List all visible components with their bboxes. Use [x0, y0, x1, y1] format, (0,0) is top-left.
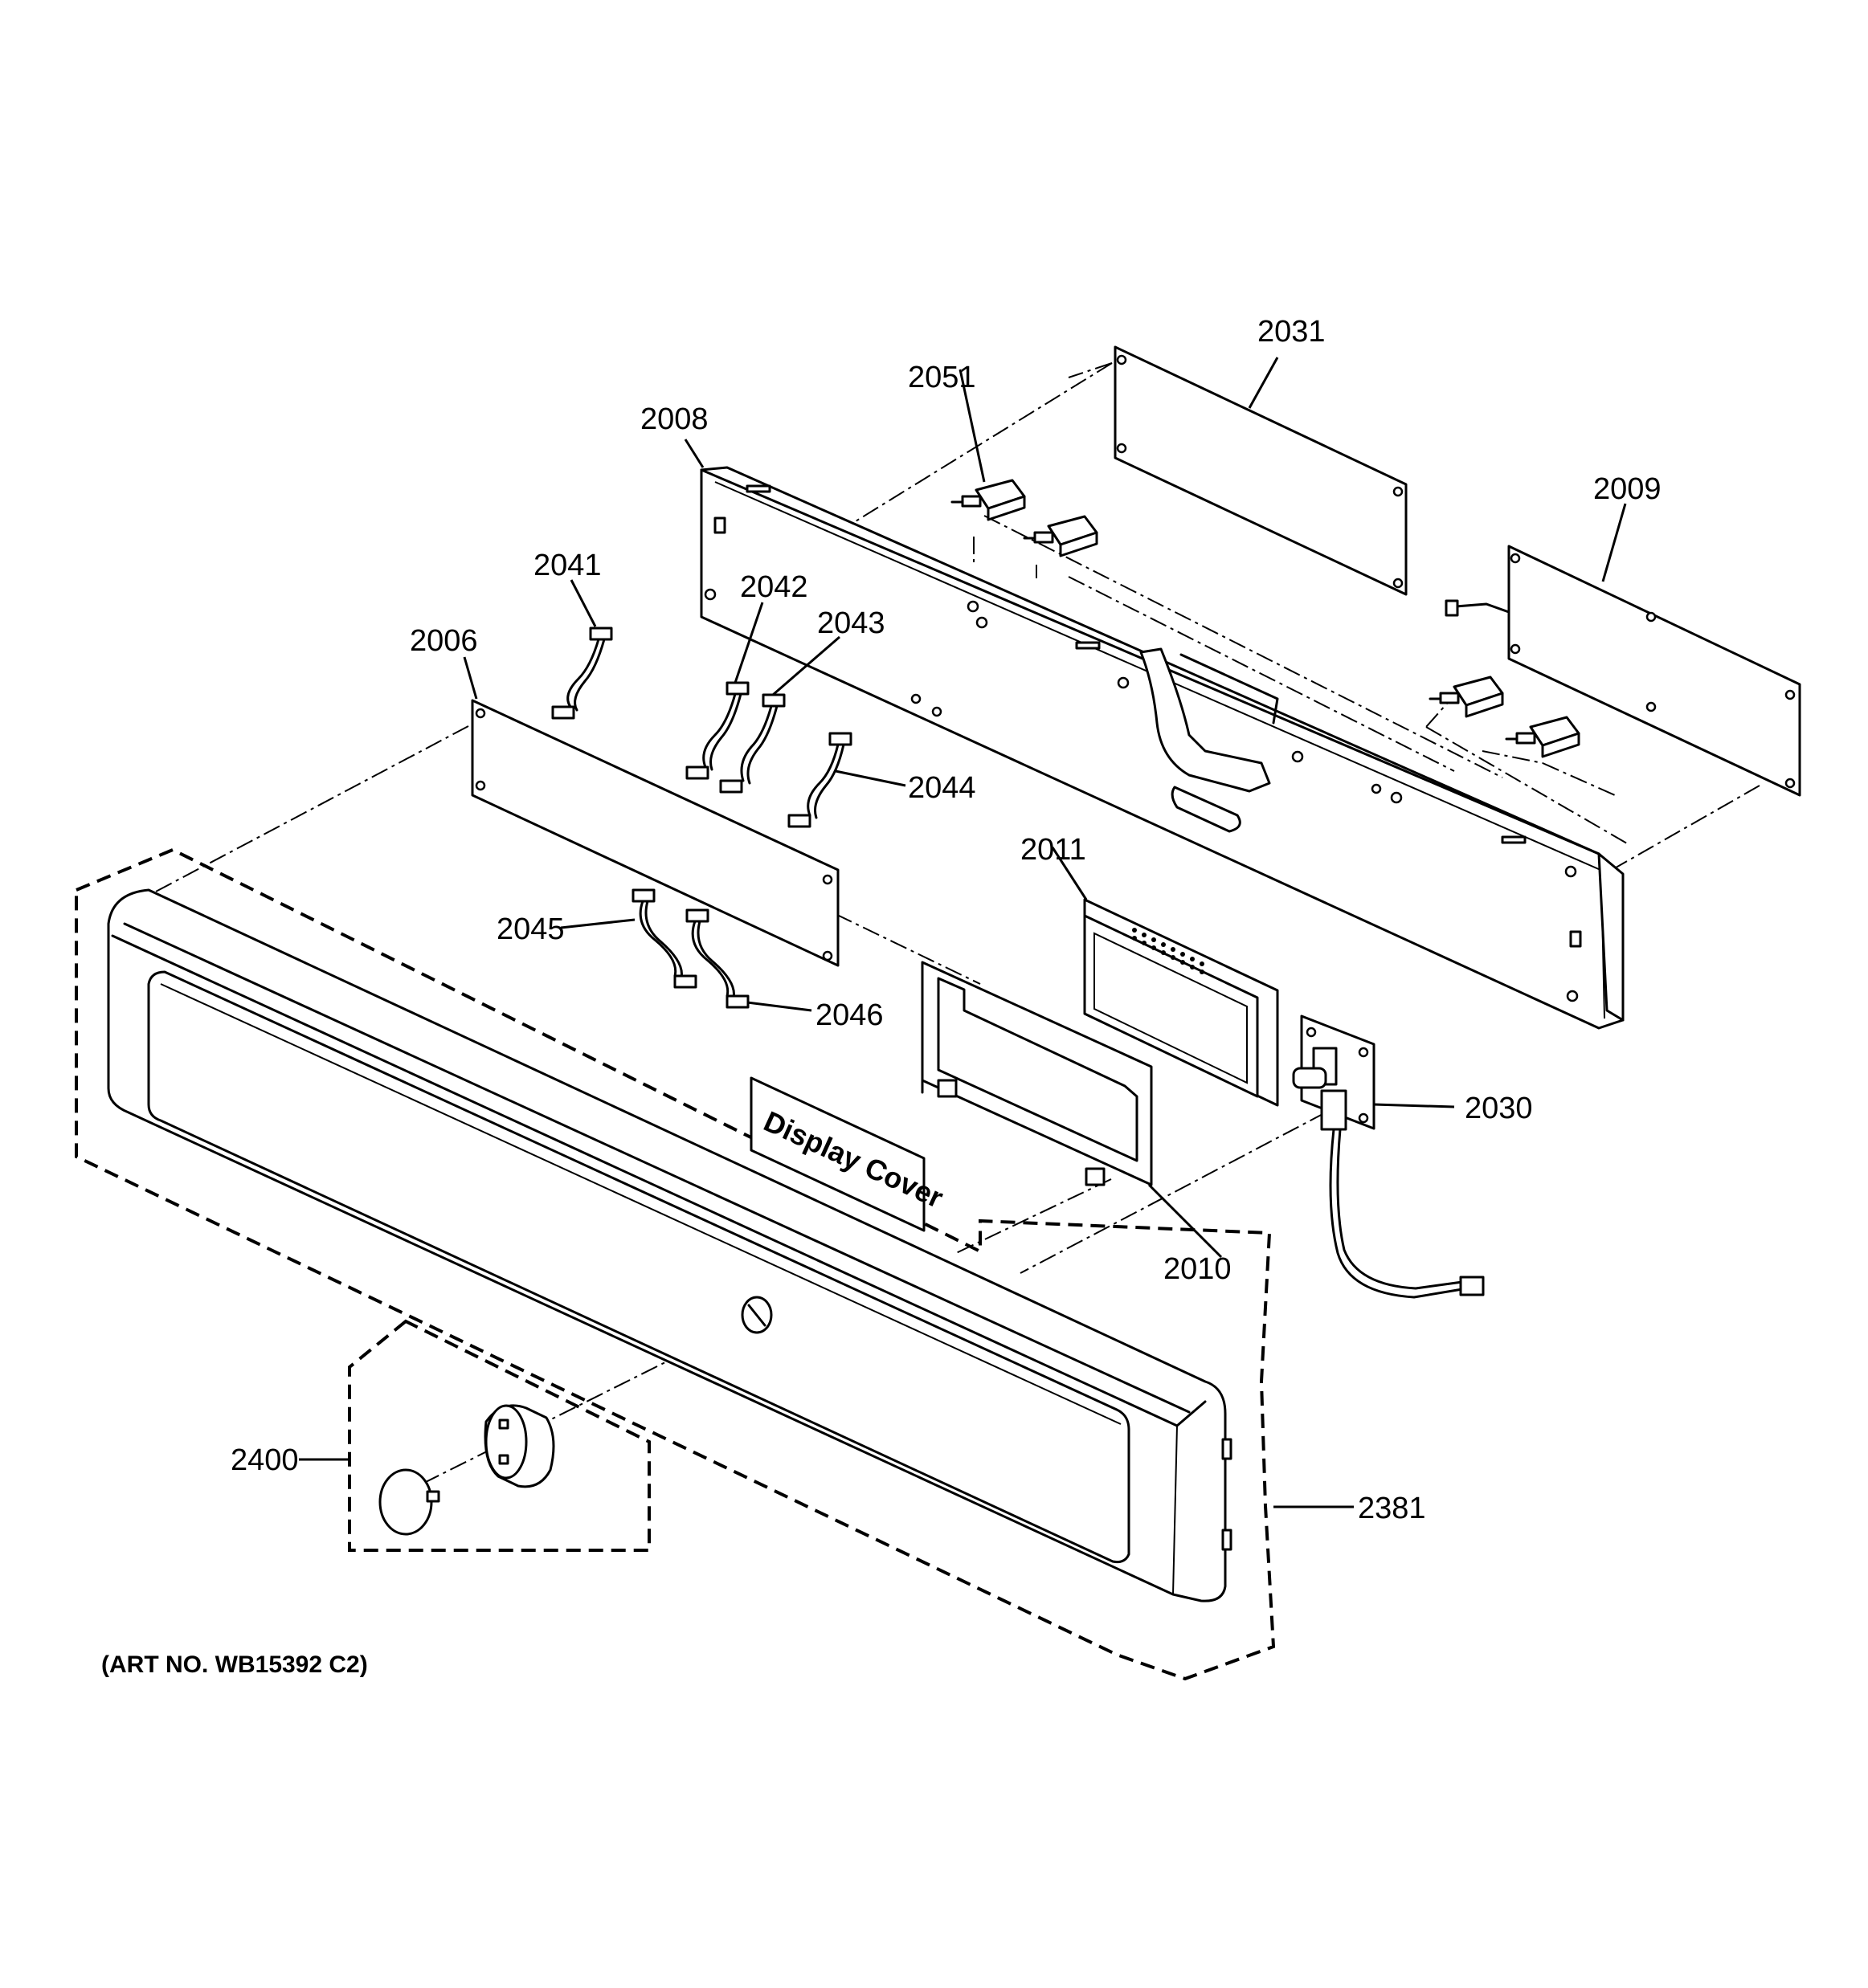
- harness-2041[interactable]: [551, 627, 613, 720]
- wire-harnesses[interactable]: [551, 627, 852, 1009]
- harness-2043[interactable]: [719, 693, 786, 794]
- callout-2010: 2010: [1163, 1252, 1232, 1286]
- part-2006-circuit-board[interactable]: [471, 699, 840, 967]
- part-2381-front-panel[interactable]: [107, 888, 1232, 1602]
- part-2010-display-frame[interactable]: [921, 961, 1153, 1186]
- harness-2046[interactable]: [685, 908, 750, 1009]
- harness-2045[interactable]: [632, 888, 697, 989]
- knob-body[interactable]: [484, 1404, 555, 1488]
- callout-2045: 2045: [497, 912, 565, 946]
- switch-3[interactable]: [1429, 676, 1504, 718]
- callout-2381: 2381: [1358, 1492, 1426, 1525]
- knob-group-outline: [348, 1319, 651, 1552]
- callout-2046: 2046: [815, 998, 884, 1032]
- switch-4[interactable]: [1505, 716, 1580, 758]
- part-2400-knob[interactable]: [378, 1404, 555, 1536]
- leader-lines: [299, 357, 1627, 1508]
- lcd-pin-row: [1132, 928, 1204, 974]
- callout-2400: 2400: [231, 1443, 299, 1477]
- callout-2008: 2008: [640, 402, 709, 436]
- switch-2[interactable]: [1023, 515, 1098, 557]
- part-2011-lcd-display[interactable]: [1083, 898, 1279, 1107]
- part-2008-mounting-bracket[interactable]: [700, 466, 1625, 1030]
- callout-2041: 2041: [533, 549, 602, 582]
- part-2051-switches[interactable]: [950, 479, 1580, 758]
- part-2009-control-board[interactable]: [1445, 545, 1801, 797]
- part-2030-encoder[interactable]: [1292, 1014, 1485, 1299]
- part-2031-display-board[interactable]: [1114, 345, 1408, 596]
- art-number: (ART NO. WB15392 C2): [101, 1651, 368, 1678]
- callout-2030: 2030: [1465, 1092, 1533, 1125]
- switch-1[interactable]: [950, 479, 1026, 521]
- callout-2009: 2009: [1593, 472, 1662, 506]
- harness-2044[interactable]: [787, 732, 852, 828]
- harness-2042[interactable]: [685, 681, 750, 780]
- callout-2006: 2006: [410, 624, 478, 658]
- knob-cap[interactable]: [378, 1468, 440, 1536]
- callout-2011: 2011: [1020, 833, 1086, 867]
- callout-2031: 2031: [1257, 315, 1326, 349]
- callout-labels: 2031 2051 2008 2009 2041 2042 2043 2006 …: [231, 315, 1662, 1525]
- callout-2051: 2051: [908, 361, 976, 394]
- callout-2043: 2043: [817, 606, 885, 640]
- callout-2042: 2042: [740, 570, 808, 604]
- callout-2044: 2044: [908, 771, 976, 805]
